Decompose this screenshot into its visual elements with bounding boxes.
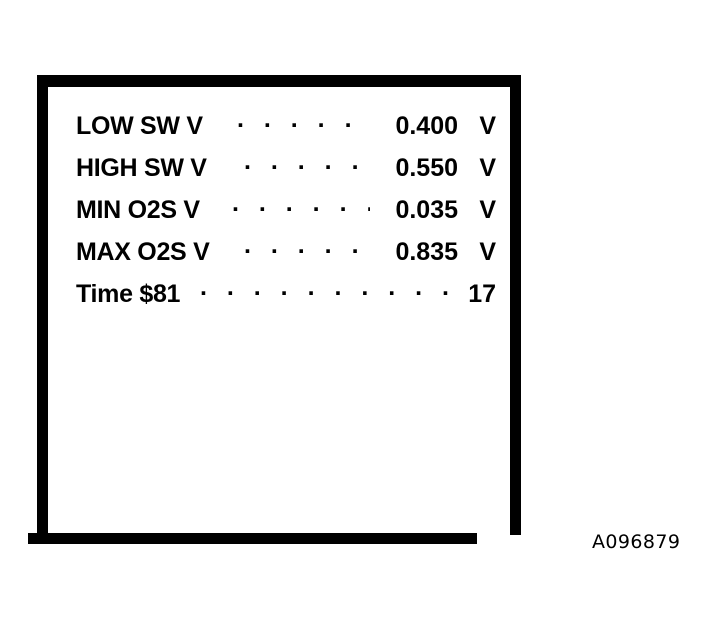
parameter-label: LOW SW V xyxy=(76,112,203,140)
dotted-leader: . . . . . . . xyxy=(244,151,370,176)
parameter-unit: V xyxy=(479,196,496,224)
display-box-top-border xyxy=(37,75,521,87)
dotted-leader: . . . . . . . xyxy=(244,235,370,260)
parameter-label: MAX O2S V xyxy=(76,238,210,266)
parameter-value: 0.035 xyxy=(395,196,458,224)
readout-row-max-o2s-v: MAX O2S V . . . . . . . 0.835 V xyxy=(76,235,496,277)
figure-reference-number: A096879 xyxy=(592,531,681,553)
dotted-leader-dots: . . . . . . . xyxy=(244,151,370,175)
dotted-leader: . . . . . . . . xyxy=(232,193,370,218)
parameter-unit: V xyxy=(479,238,496,266)
scan-tool-display-box: LOW SW V . . . . . . . 0.400 V HIGH SW V… xyxy=(28,75,521,544)
readout-row-time-81: Time $81 . . . . . . . . . . . . 17 xyxy=(76,277,496,319)
readout-row-low-sw-v: LOW SW V . . . . . . . 0.400 V xyxy=(76,109,496,151)
display-box-left-border xyxy=(37,75,48,535)
parameter-value: 0.550 xyxy=(395,154,458,182)
dotted-leader-dots: . . . . . . . . xyxy=(232,193,370,217)
parameter-readout-list: LOW SW V . . . . . . . 0.400 V HIGH SW V… xyxy=(76,109,496,319)
dotted-leader-dots: . . . . . . . xyxy=(244,235,370,259)
dotted-leader: . . . . . . . . . . . . xyxy=(200,277,450,302)
parameter-label: HIGH SW V xyxy=(76,154,207,182)
parameter-value: 17 xyxy=(468,280,496,308)
display-box-right-border xyxy=(510,75,521,535)
readout-row-high-sw-v: HIGH SW V . . . . . . . 0.550 V xyxy=(76,151,496,193)
dotted-leader-dots: . . . . . . . . . . . . xyxy=(200,277,450,301)
dotted-leader: . . . . . . . xyxy=(237,109,370,134)
parameter-unit: V xyxy=(479,154,496,182)
dotted-leader-dots: . . . . . . . xyxy=(237,109,370,133)
readout-row-min-o2s-v: MIN O2S V . . . . . . . . 0.035 V xyxy=(76,193,496,235)
parameter-label: MIN O2S V xyxy=(76,196,200,224)
parameter-unit: V xyxy=(479,112,496,140)
display-box-bottom-border xyxy=(28,533,477,544)
parameter-value: 0.400 xyxy=(395,112,458,140)
parameter-value: 0.835 xyxy=(395,238,458,266)
parameter-label: Time $81 xyxy=(76,280,181,308)
